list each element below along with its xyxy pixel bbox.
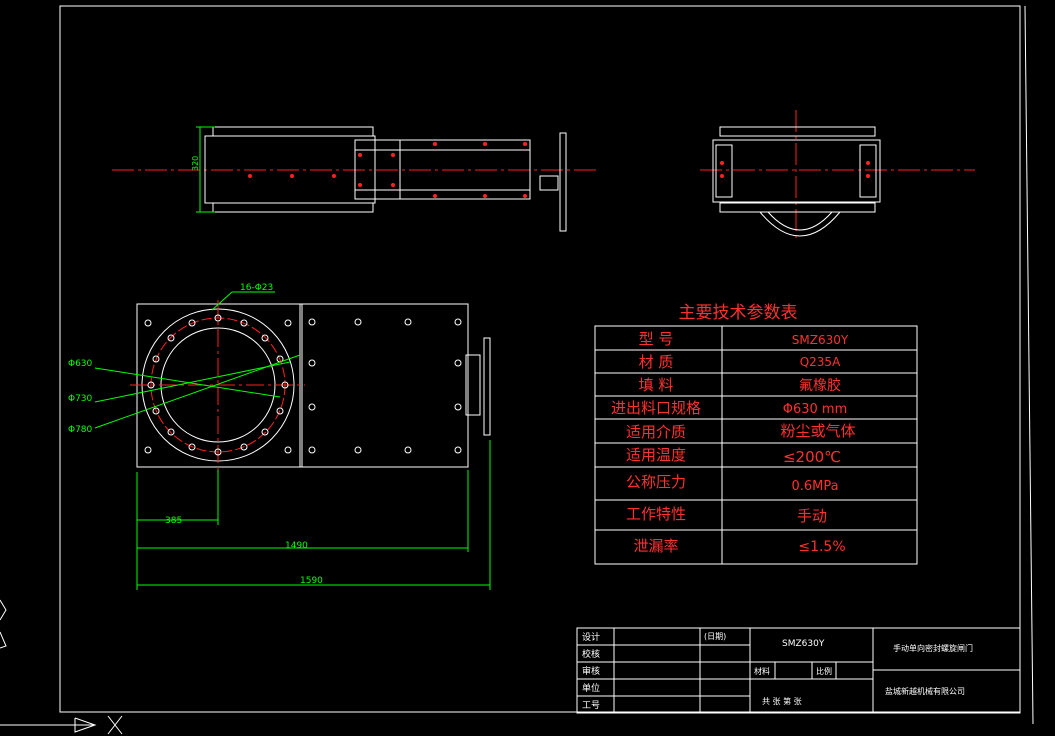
end-view-right — [700, 110, 975, 240]
tb-sheets: 共 张 第 张 — [762, 696, 802, 706]
front-view: 16-Φ23 Φ630 Φ730 Φ780 385 1490 1590 — [68, 283, 491, 590]
spec-table-title: 主要技术参数表 — [679, 303, 798, 323]
dim-d730: Φ730 — [68, 394, 93, 404]
tb-work-no: 工号 — [582, 700, 600, 711]
tb-model: SMZ630Y — [782, 639, 825, 649]
tb-material: 材料 — [754, 666, 770, 676]
tb-design: 设计 — [582, 631, 600, 643]
tb-unit: 单位 — [582, 682, 600, 694]
tb-product-name: 手动单向密封螺旋闸门 — [893, 643, 973, 653]
spec-label-port-size: 进出料口规格 — [611, 399, 701, 417]
title-block: 设计 校核 审核 单位 工号 (日期) SMZ630Y 材料 比例 共 张 第 … — [576, 627, 1021, 714]
spec-label-medium: 适用介质 — [626, 423, 686, 441]
dim-385: 385 — [165, 516, 182, 526]
spec-value-pressure: 0.6MPa — [791, 479, 838, 494]
spec-value-port-size: Φ630 mm — [783, 402, 848, 417]
spec-label-model: 型 号 — [639, 330, 674, 348]
spec-label-leakage: 泄漏率 — [633, 537, 678, 555]
spec-label-temperature: 适用温度 — [626, 446, 686, 464]
spec-value-operation: 手动 — [797, 507, 827, 525]
spec-table: 主要技术参数表 型 号 SMZ630Y 材 质 Q235A 填 料 氟橡胶 进出… — [594, 303, 918, 565]
spec-value-material: Q235A — [800, 355, 841, 369]
spec-label-pressure: 公称压力 — [626, 473, 686, 491]
dim-d630: Φ630 — [68, 359, 93, 369]
dim-bolts: 16-Φ23 — [240, 283, 273, 293]
dim-height-320: 320 — [191, 156, 200, 171]
spec-value-packing: 氟橡胶 — [799, 377, 841, 394]
tb-date: (日期) — [704, 632, 726, 641]
dim-1590: 1590 — [300, 576, 323, 586]
tb-scale: 比例 — [816, 666, 832, 676]
spec-label-packing: 填 料 — [639, 376, 674, 394]
drawing-border — [59, 5, 1021, 713]
viewport-edge — [1024, 5, 1034, 725]
tb-review: 审核 — [582, 665, 600, 677]
spec-value-model: SMZ630Y — [792, 333, 849, 347]
spec-value-temperature: ≤200℃ — [783, 448, 841, 466]
tb-check: 校核 — [582, 648, 600, 660]
spec-value-medium: 粉尘或气体 — [780, 422, 855, 440]
tb-company: 盐城新越机械有限公司 — [885, 686, 965, 696]
ucs-icon — [0, 599, 123, 735]
dim-d780: Φ780 — [68, 425, 93, 435]
side-view-left: 320 — [112, 126, 600, 232]
dim-1490: 1490 — [285, 541, 308, 551]
spec-value-leakage: ≤1.5% — [798, 539, 845, 555]
spec-label-material: 材 质 — [639, 353, 674, 371]
spec-label-operation: 工作特性 — [626, 505, 686, 523]
